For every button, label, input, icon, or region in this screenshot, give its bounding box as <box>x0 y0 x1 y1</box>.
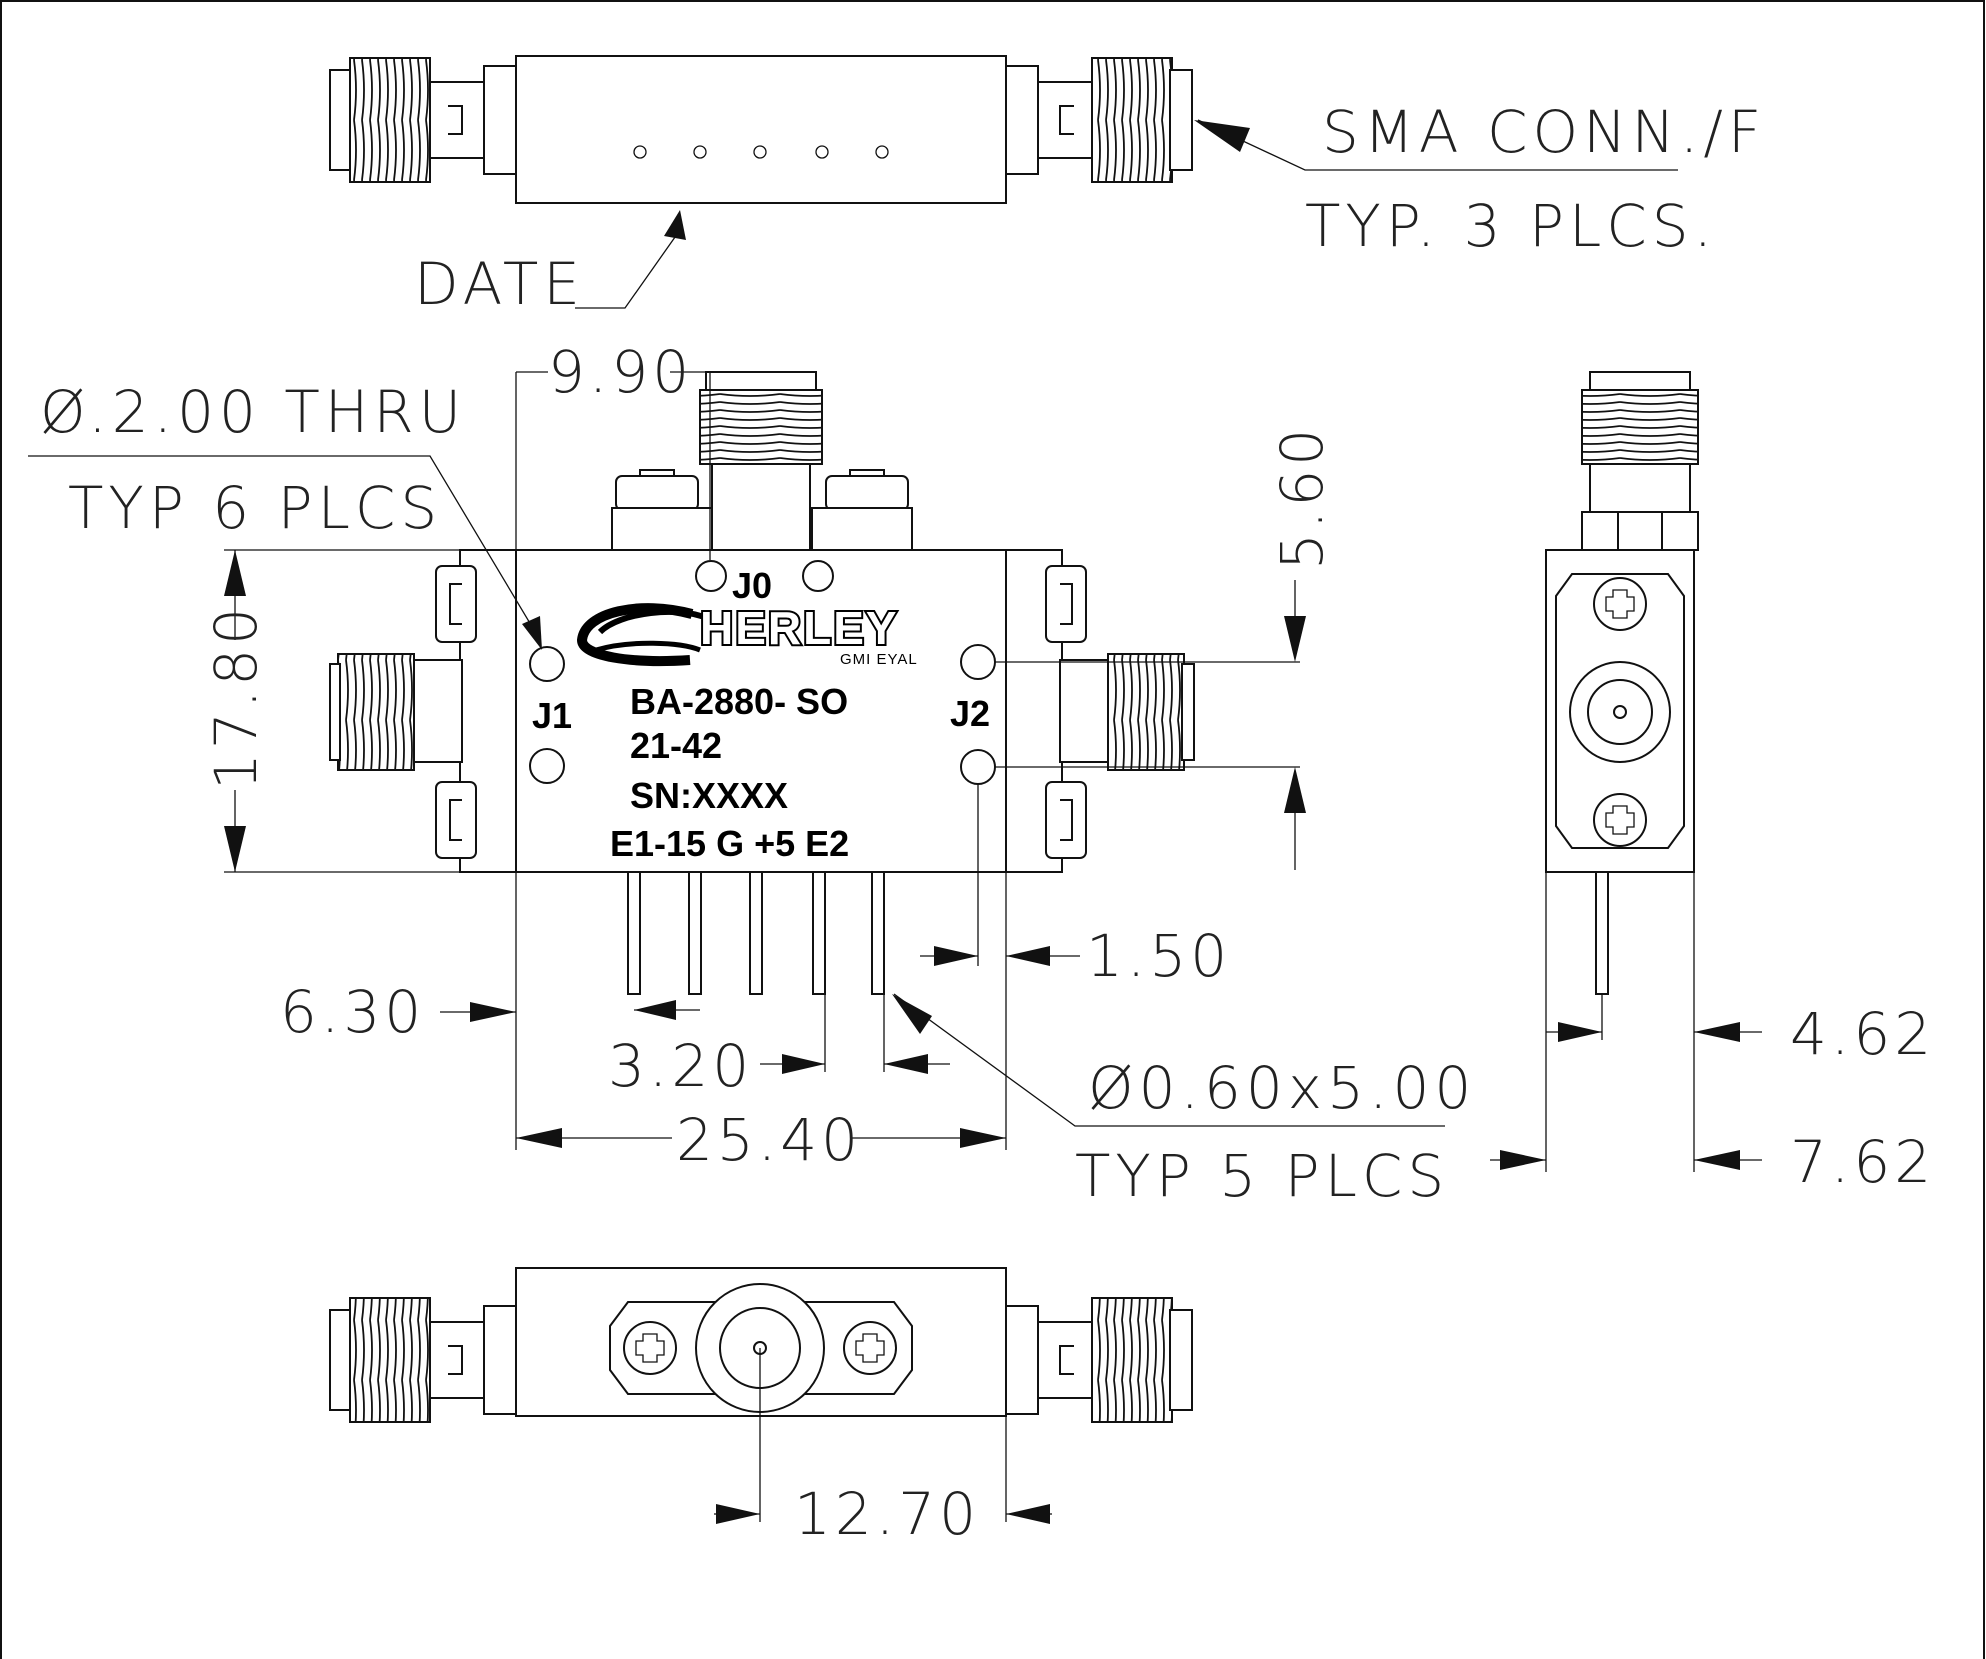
top-view: DATE SMA CONN./F TYP. 3 PLCS. <box>330 56 1766 318</box>
frequency-band: 21-42 <box>630 725 722 766</box>
sma-connector-icon <box>1006 1298 1192 1422</box>
mounting-hole-icon <box>530 749 564 783</box>
brand-logo-text: HERLEY <box>700 602 899 654</box>
sma-connector-icon <box>1006 58 1192 182</box>
arrowhead-icon <box>664 210 686 240</box>
sma-note-line1: SMA CONN./F <box>1322 98 1766 166</box>
side-flange <box>1556 574 1684 848</box>
arrowhead-icon <box>522 616 542 650</box>
sma-connector-icon <box>1582 372 1698 550</box>
mounting-hole-icon <box>696 561 726 591</box>
sma-jack-inner <box>1588 680 1652 744</box>
dim-1-50: 1.50 <box>1086 922 1231 990</box>
screw-head-icon <box>1594 578 1646 630</box>
top-flange <box>612 470 912 550</box>
mounting-hole-icon <box>530 647 564 681</box>
hole-note-line2: TYP 6 PLCS <box>68 474 442 542</box>
sma-connector-icon <box>1006 550 1194 872</box>
hole-note-line1: Ø.2.00 THRU <box>40 378 466 446</box>
herley-logo: HERLEY GMI EYAL <box>582 600 918 668</box>
dim-4-62: 4.62 <box>1790 1000 1935 1068</box>
dim-5-60: 5.60 <box>1268 425 1336 570</box>
bottom-flange <box>610 1302 912 1394</box>
date-label: DATE <box>414 250 585 318</box>
mounting-hole-icon <box>803 561 833 591</box>
bottom-view: 12.70 <box>330 1268 1192 1548</box>
model-number: BA-2880- SO <box>630 681 848 722</box>
pin-note-line2: TYP 5 PLCS <box>1075 1142 1449 1210</box>
sma-connector-icon <box>330 1298 516 1422</box>
sma-connector-icon <box>330 550 516 872</box>
sma-note-line2: TYP. 3 PLCS. <box>1305 192 1717 260</box>
screw-head-icon <box>844 1322 896 1374</box>
dim-3-20: 3.20 <box>608 1032 753 1100</box>
dim-17-80: 17.80 <box>202 604 270 790</box>
dim-9-90: 9.90 <box>548 338 693 406</box>
sma-jack-pin <box>1614 706 1626 718</box>
pin-note-line1: Ø0.60x5.00 <box>1088 1054 1476 1122</box>
dc-pins <box>628 872 884 994</box>
screw-head-icon <box>1594 794 1646 846</box>
module-body <box>516 550 1006 872</box>
top-view-body <box>516 56 1006 203</box>
side-view-body <box>1546 550 1694 872</box>
serial-number: SN:XXXX <box>630 775 788 816</box>
screw-head-icon <box>624 1322 676 1374</box>
pin-labels: E1-15 G +5 E2 <box>610 823 849 864</box>
port-j0-label: J0 <box>732 565 772 606</box>
port-j2-label: J2 <box>950 693 990 734</box>
sma-connector-icon <box>700 372 822 554</box>
side-view: 4.62 7.62 <box>1490 372 1935 1196</box>
brand-logo-sub: GMI EYAL <box>840 651 918 668</box>
front-view: HERLEY GMI EYAL J0 J1 J2 BA-2880- SO 21-… <box>28 338 1476 1210</box>
side-pin <box>1596 872 1608 994</box>
dim-25-40: 25.40 <box>676 1106 862 1174</box>
dim-12-70: 12.70 <box>794 1480 980 1548</box>
dim-6-30: 6.30 <box>280 978 425 1046</box>
sma-connector-icon <box>330 58 516 182</box>
arrowhead-icon <box>892 994 932 1034</box>
port-j1-label: J1 <box>532 695 572 736</box>
sma-jack-outer <box>1570 662 1670 762</box>
dim-7-62: 7.62 <box>1790 1128 1935 1196</box>
date-code-dots <box>634 146 888 158</box>
arrowhead-icon <box>1194 120 1250 152</box>
